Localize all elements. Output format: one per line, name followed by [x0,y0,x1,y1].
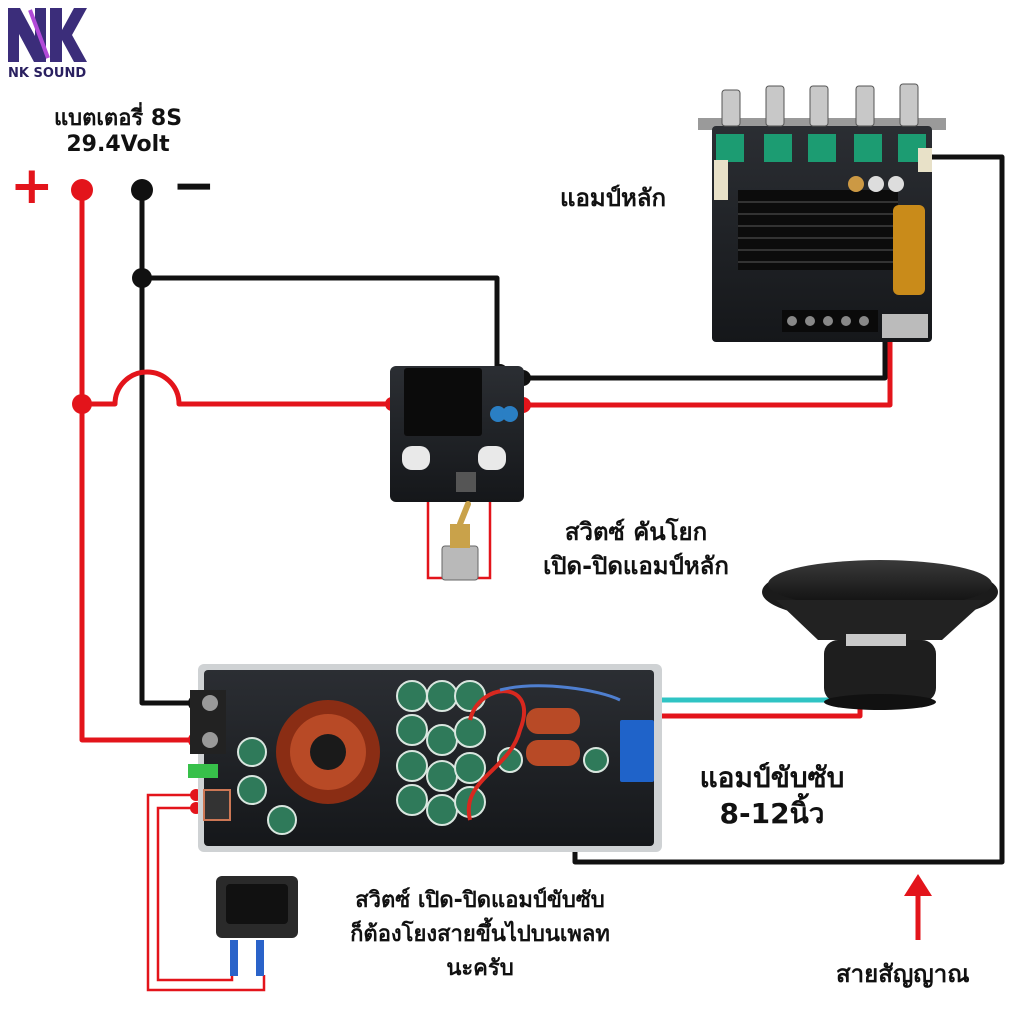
inductors [526,708,580,766]
subwoofer-speaker-icon [762,560,998,710]
power-terminals [188,690,231,821]
relay [620,720,654,782]
battery-label: แบตเตอรี่ 8S [53,106,183,131]
sub-amp-board [188,664,662,852]
sub-amp-label-line1: แอมป์ขับซับ [699,761,845,794]
signal-arrow-icon [904,874,932,940]
brand-name: NK SOUND [8,66,87,81]
toggle-switch-icon [441,501,479,581]
negative-sign: − [172,156,216,216]
main-amp-board [698,83,946,342]
signal-wire-label: สายสัญญาณ [836,960,970,988]
rocker-switch-label-line3: นะครับ [446,956,514,981]
knob-icons [721,83,919,127]
battery-voltage: 29.4Volt [66,132,170,157]
switch-wires [146,460,492,992]
positive-sign: + [10,156,54,216]
relay-module [390,366,524,502]
capacitor [893,205,925,295]
rocker-switch-label-line1: สวิตซ์ เปิด-ปิดแอมป์ขับซับ [355,888,605,913]
toggle-switch-label-line1: สวิตซ์ คันโยก [564,518,708,546]
main-amp-label: แอมป์หลัก [560,184,666,212]
rocker-switch-label-line2: ก็ต้องโยงสายขึ้นไปบนเพลท [350,922,610,947]
rocker-switch-icon [216,876,298,976]
sub-amp-label-line2: 8-12นิ้ว [719,797,825,830]
nk-logo-icon [8,8,87,62]
heatsink [738,190,898,270]
positive-wires [79,190,893,743]
toggle-switch-label-line2: เปิด-ปิดแอมป์หลัก [543,552,729,580]
relay-block [404,368,482,436]
